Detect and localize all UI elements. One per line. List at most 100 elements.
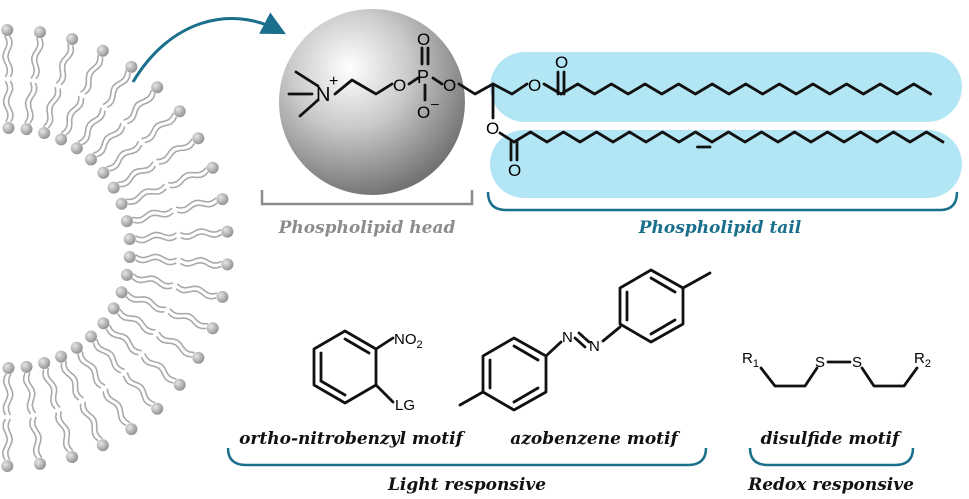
lipid-tail <box>47 88 62 129</box>
lipid-head-bead <box>192 351 205 364</box>
lipid-tail <box>180 233 222 240</box>
atom-o-carbonyl-1: O <box>555 53 568 72</box>
lipid-tail <box>35 38 44 80</box>
lipid-tail <box>92 122 122 155</box>
lipid-head-bead <box>2 362 15 374</box>
lipid-head-bead <box>1 24 14 36</box>
lipid-tail <box>135 236 178 244</box>
phospholipid-head-sphere <box>279 9 465 195</box>
lipid-tail <box>2 35 9 78</box>
lipid-tail <box>1 418 9 461</box>
lipid-tail <box>141 112 175 140</box>
lipid-tail <box>29 82 38 124</box>
lipid-tail <box>132 273 174 285</box>
lipid-head-bead <box>107 302 120 315</box>
lipid-tail <box>102 70 127 106</box>
lipid-head-bead <box>221 258 234 271</box>
disulfide-label: disulfide motif <box>761 429 902 449</box>
lipid-head-bead <box>123 251 136 263</box>
lipid-tail <box>7 373 14 416</box>
redox-bracket <box>748 447 915 467</box>
lipid-tail <box>135 231 177 239</box>
lipid-tail <box>180 256 222 264</box>
lipid-tail <box>180 228 222 235</box>
azobenzene-structure: N N <box>458 268 712 412</box>
lipid-tail <box>79 403 99 442</box>
atom-s1: S <box>815 354 825 371</box>
lipid-tail <box>30 37 39 79</box>
lipid-tail <box>120 165 157 188</box>
lipid-tail <box>176 283 218 295</box>
lipid-tail <box>127 291 167 309</box>
lipid-tail <box>105 328 139 356</box>
r2-label: R2 <box>914 350 931 370</box>
lipid-tail <box>135 258 177 266</box>
lipid-tail <box>126 93 156 125</box>
lipid-tail <box>156 138 193 161</box>
lipid-tail <box>126 183 165 201</box>
lipid-tail <box>131 278 173 290</box>
lipid-tail <box>84 57 104 95</box>
lipid-tail <box>123 89 153 121</box>
lipid-head-bead <box>206 161 219 174</box>
lipid-tail <box>140 356 174 384</box>
nitro-label: NO2 <box>394 331 423 351</box>
lipid-tail <box>42 87 57 128</box>
lipid-tail <box>59 411 74 452</box>
lipid-tail <box>106 140 140 168</box>
lipid-head-bead <box>70 142 83 155</box>
lipid-tail <box>102 391 127 427</box>
lipid-head-bead <box>97 317 110 330</box>
lipid-tail <box>169 171 209 189</box>
lipid-tail <box>168 167 207 184</box>
lipid-tail <box>2 373 9 416</box>
lipid-tail <box>126 372 156 404</box>
lipid-head-bead <box>206 322 219 335</box>
lipid-tail <box>65 97 85 136</box>
lipid-tail <box>158 331 195 354</box>
lipid-head-bead <box>66 451 79 463</box>
atom-s2: S <box>852 354 862 371</box>
lipid-head-bead <box>66 33 79 45</box>
lipid-head-bead <box>38 357 51 369</box>
lipid-tail <box>167 312 207 330</box>
lipid-head-bead <box>120 268 133 281</box>
lipid-tail <box>169 308 209 325</box>
phospholipid-structure: N + O P O O – O O O O O <box>287 30 945 180</box>
lipid-head-bead <box>85 153 97 166</box>
lipid-tail <box>22 372 32 415</box>
lipid-tail <box>55 43 70 84</box>
lipid-head-bead <box>97 166 110 179</box>
atom-o-3: O <box>528 76 541 95</box>
lipid-tail <box>132 207 173 219</box>
lipid-tail <box>155 335 192 358</box>
lipid-tail <box>33 416 43 459</box>
tail-highlight-lower <box>490 130 962 198</box>
lipid-head-bead <box>125 423 138 436</box>
lipid-tail <box>29 417 38 459</box>
lipid-tail <box>125 296 165 313</box>
lipid-head-bead <box>20 360 33 373</box>
lipid-head-bead <box>216 193 229 206</box>
lipid-tail <box>106 73 131 109</box>
azo-label: azobenzene motif <box>510 429 680 449</box>
lipid-tail <box>117 161 154 184</box>
atom-azo-n1: N <box>562 329 573 346</box>
lipid-head-bead <box>85 330 97 343</box>
head-label: Phospholipid head <box>278 218 456 238</box>
lipid-head-bead <box>120 215 133 228</box>
lipid-tail <box>60 95 80 134</box>
atom-n-charge: + <box>329 73 338 90</box>
lipid-head-bead <box>55 133 68 146</box>
lipid-tail <box>81 351 106 386</box>
tail-highlight-upper <box>490 52 962 122</box>
leaving-group-label: LG <box>395 397 415 414</box>
atom-o-carbonyl-2: O <box>508 161 521 180</box>
lipid-tail <box>144 116 178 144</box>
lipid-head-bead <box>34 457 46 470</box>
lipid-head-bead <box>173 105 186 118</box>
lipid-tail <box>54 412 69 453</box>
lipid-head-bead <box>151 402 164 415</box>
lipid-tail <box>119 308 156 331</box>
lipid-head-bead <box>70 341 83 354</box>
